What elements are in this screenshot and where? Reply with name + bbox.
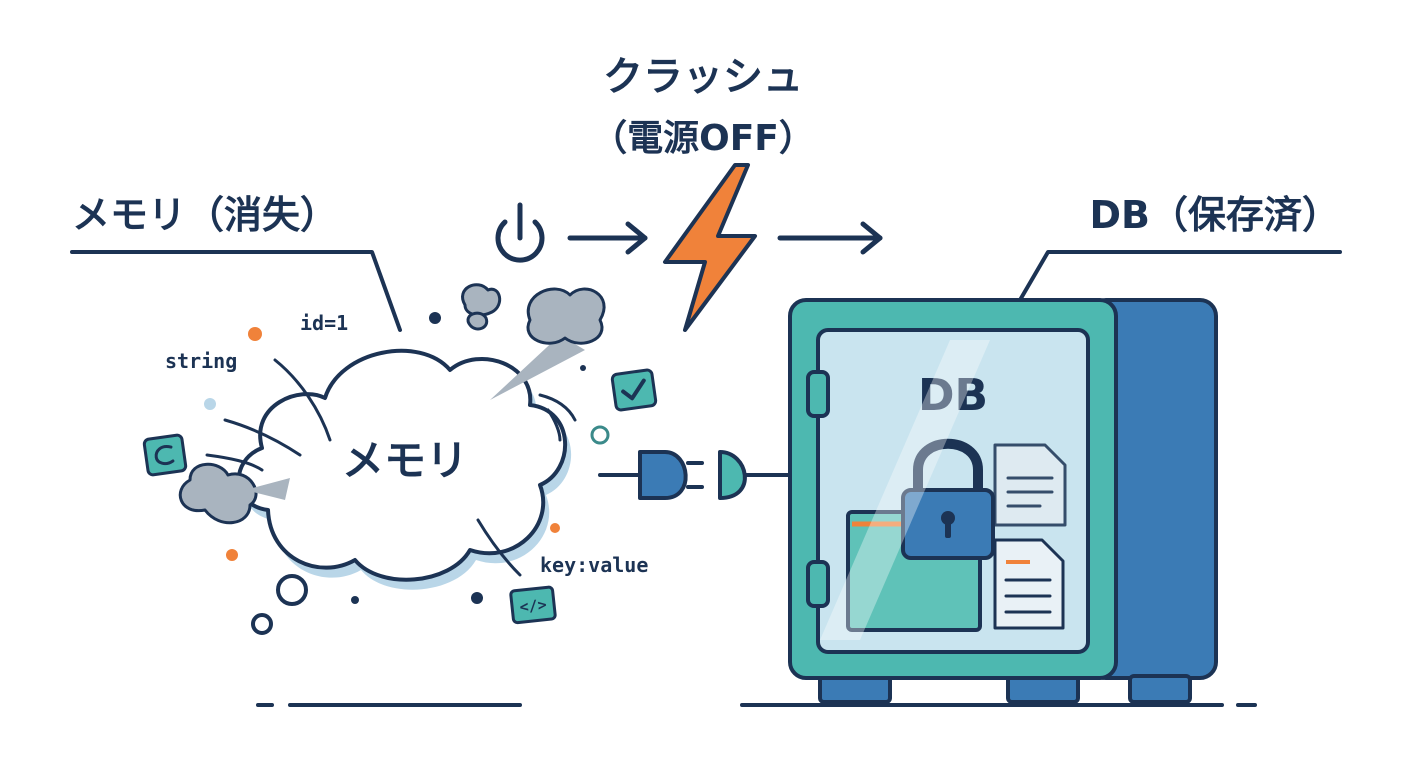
fragment-string: string bbox=[165, 349, 237, 373]
crash-title: クラッシュ bbox=[603, 54, 803, 100]
document-icon-2 bbox=[993, 538, 1065, 630]
memory-leader-line bbox=[70, 250, 402, 332]
scattered-dots bbox=[204, 312, 610, 635]
fragment-id: id=1 bbox=[300, 311, 348, 335]
glass-reflection bbox=[820, 340, 990, 640]
smoke-puff-left bbox=[178, 462, 290, 525]
smoke-puff-top-right bbox=[490, 287, 606, 400]
power-icon bbox=[495, 202, 545, 263]
db-saved-label: DB（保存済） bbox=[1089, 193, 1340, 237]
padlock-icon bbox=[901, 438, 995, 560]
db-leader-line bbox=[1018, 250, 1342, 302]
memory-lost-label: メモリ（消失） bbox=[72, 193, 338, 237]
code-tag-text: </> bbox=[519, 596, 548, 617]
code-icon: </> bbox=[509, 585, 557, 625]
document-icon bbox=[993, 443, 1067, 527]
safe-label: DB bbox=[918, 370, 988, 421]
arrow-to-db bbox=[777, 221, 883, 255]
crash-subtitle: （電源OFF） bbox=[591, 118, 815, 159]
socket-icon bbox=[718, 450, 792, 500]
checkbox-icon bbox=[610, 368, 658, 412]
motion-lines bbox=[205, 358, 577, 577]
fragment-keyvalue: key:value bbox=[540, 553, 648, 577]
c-tile-icon bbox=[142, 433, 188, 477]
arrow-to-bolt bbox=[567, 221, 648, 255]
memory-cloud-text: メモリ bbox=[342, 436, 468, 485]
lightning-bolt-icon bbox=[663, 163, 757, 332]
plug-icon bbox=[598, 450, 704, 500]
smoke-puff-top bbox=[461, 283, 502, 331]
memory-cloud-icon bbox=[236, 348, 572, 590]
